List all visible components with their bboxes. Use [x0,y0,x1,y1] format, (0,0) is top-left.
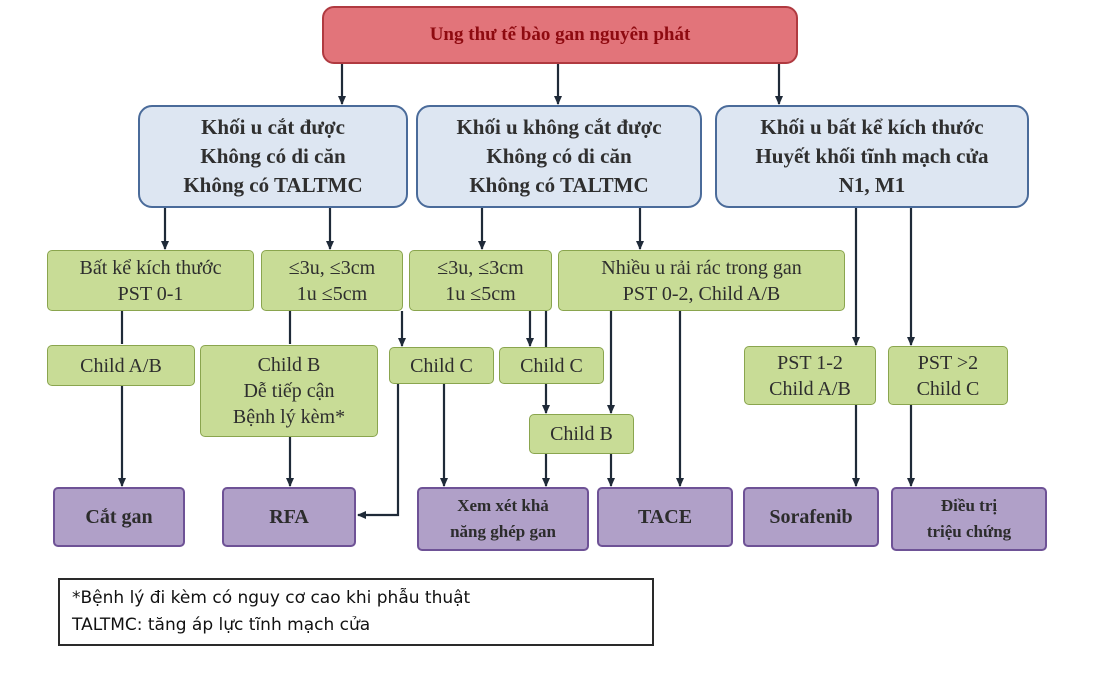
criteria-child-b-label: Child B [550,423,613,445]
criteria-small2-line1: ≤3u, ≤3cm [437,256,524,279]
branch-unresectable-line3: Không có TALTMC [469,173,649,197]
criteria-child-c1-label: Child C [410,354,473,377]
root-label: Ung thư tế bào gan nguyên phát [429,24,691,45]
branch-portal-thrombosis: Khối u bất kể kích thước Huyết khối tĩnh… [715,105,1029,208]
branch-resectable-line2: Không có di căn [200,144,346,168]
treatment-resection-label: Cắt gan [85,505,153,528]
criteria-child-ab-label: Child A/B [80,354,162,377]
treatment-resection: Cắt gan [53,487,185,547]
criteria-small2-line2: 1u ≤5cm [445,282,516,305]
treatment-sorafenib: Sorafenib [743,487,879,547]
criteria-pst12-line2: Child A/B [769,377,851,400]
treatment-symptomatic: Điều trị triệu chứng [891,487,1047,551]
treatment-transplant: Xem xét khả năng ghép gan [417,487,589,551]
branch-resectable: Khối u cắt được Không có di căn Không có… [138,105,408,208]
criteria-child-ab: Child A/B [47,345,195,386]
criteria-small1-line1: ≤3u, ≤3cm [288,256,376,279]
criteria-childb-access-line1: Child B [257,354,321,376]
criteria-pst-gt2: PST >2 Child C [888,346,1008,405]
criteria-pst12-line1: PST 1-2 [777,351,843,374]
criteria-childb-access-line3: Bệnh lý kèm* [232,406,346,428]
criteria-childb-access-line2: Dễ tiếp cận [243,380,335,402]
criteria-multi-line2: PST 0-2, Child A/B [622,282,781,305]
criteria-pstgt2-line1: PST >2 [917,351,979,374]
criteria-any-size-line2: PST 0-1 [117,282,184,305]
branch-portal-line3: N1, M1 [838,173,906,197]
branch-unresectable-line2: Không có di căn [486,144,632,168]
branch-unresectable: Khối u không cắt được Không có di căn Kh… [416,105,702,208]
criteria-small-tumor-unresectable: ≤3u, ≤3cm 1u ≤5cm [409,250,552,311]
criteria-multifocal: Nhiều u rải rác trong gan PST 0-2, Child… [558,250,845,311]
branch-portal-line1: Khối u bất kể kích thước [760,115,984,139]
criteria-child-c2-label: Child C [520,354,583,377]
treatment-symptomatic-line2: triệu chứng [926,522,1012,541]
root-node: Ung thư tế bào gan nguyên phát [322,6,798,64]
criteria-child-b-accessible: Child B Dễ tiếp cận Bệnh lý kèm* [200,345,378,437]
footnote-taltmc: TALTMC: tăng áp lực tĩnh mạch cửa [72,615,371,635]
criteria-pstgt2-line2: Child C [916,377,980,400]
treatment-transplant-line2: năng ghép gan [450,522,556,541]
branch-unresectable-line1: Khối u không cắt được [456,115,662,139]
branch-resectable-line3: Không có TALTMC [183,173,363,197]
criteria-child-c-2: Child C [499,347,604,384]
treatment-transplant-line1: Xem xét khả [457,496,549,515]
criteria-pst-1-2: PST 1-2 Child A/B [744,346,876,405]
criteria-small1-line2: 1u ≤5cm [296,282,368,305]
treatment-sorafenib-label: Sorafenib [769,505,853,528]
arrow-childc-rfa [357,384,400,519]
branch-portal-line2: Huyết khối tĩnh mạch cửa [755,144,989,168]
criteria-any-size-line1: Bất kể kích thước [79,256,222,279]
branch-resectable-line1: Khối u cắt được [201,115,345,139]
criteria-small-tumor-resectable: ≤3u, ≤3cm 1u ≤5cm [261,250,403,311]
treatment-tace-label: TACE [637,505,693,528]
treatment-rfa: RFA [222,487,356,547]
treatment-symptomatic-line1: Điều trị [940,496,998,515]
criteria-child-c-1: Child C [389,347,494,384]
criteria-multi-line1: Nhiều u rải rác trong gan [601,256,802,279]
criteria-any-size-pst01: Bất kể kích thước PST 0-1 [47,250,254,311]
footnote-comorbidity: *Bệnh lý đi kèm có nguy cơ cao khi phẫu … [72,588,471,608]
criteria-child-b: Child B [529,414,634,454]
treatment-rfa-label: RFA [269,505,309,528]
footnote-box: *Bệnh lý đi kèm có nguy cơ cao khi phẫu … [58,578,654,646]
treatment-tace: TACE [597,487,733,547]
